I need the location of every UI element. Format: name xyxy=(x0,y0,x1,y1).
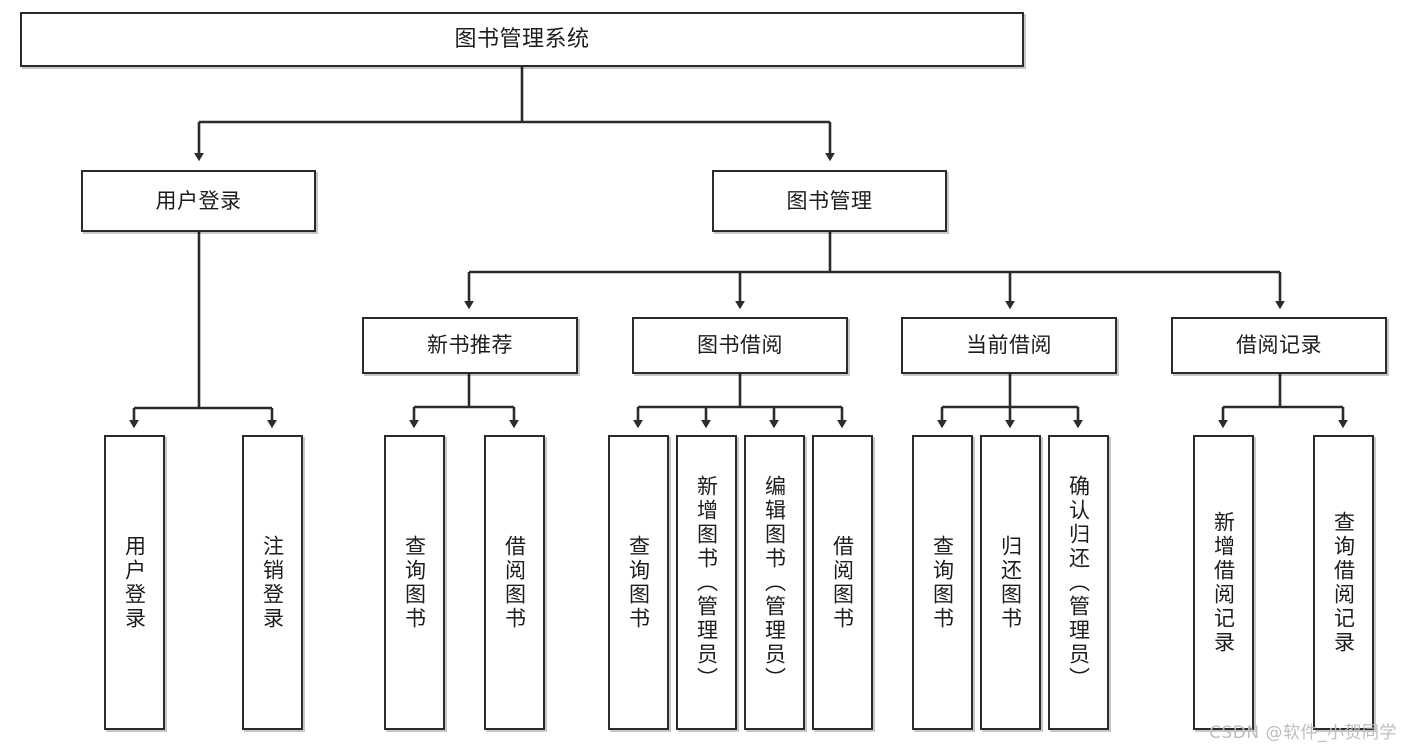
leaf-borrow-record-query[interactable]: 查询借阅记录 xyxy=(1313,435,1374,730)
node-label: 编辑图书（管理员） xyxy=(762,474,787,691)
connectors-current-borrow xyxy=(937,374,1083,429)
connectors-root xyxy=(194,67,835,162)
node-label: 用户登录 xyxy=(122,534,147,631)
leaf-user-login-signout[interactable]: 注销登录 xyxy=(242,435,303,730)
connectors-book-borrow xyxy=(633,374,847,429)
node-book-borrow[interactable]: 图书借阅 xyxy=(632,317,848,374)
node-label: 注销登录 xyxy=(260,534,285,631)
node-label: 图书管理 xyxy=(786,188,873,213)
node-label: 图书管理系统 xyxy=(454,26,590,52)
watermark: CSDN @软件_小贺同学 xyxy=(1209,723,1397,743)
node-user-login[interactable]: 用户登录 xyxy=(81,170,316,232)
leaf-book-borrow-add[interactable]: 新增图书（管理员） xyxy=(676,435,737,730)
node-label: 查询图书 xyxy=(626,534,651,631)
node-label: 用户登录 xyxy=(155,188,242,213)
node-label: 当前借阅 xyxy=(966,333,1052,358)
node-label: 确认归还（管理员） xyxy=(1066,474,1091,691)
node-label: 借阅图书 xyxy=(502,534,527,631)
connectors-book-manage xyxy=(464,232,1285,310)
leaf-current-borrow-query[interactable]: 查询图书 xyxy=(912,435,973,730)
node-label: 新书推荐 xyxy=(427,333,513,358)
node-root-system[interactable]: 图书管理系统 xyxy=(20,12,1024,67)
node-new-book-recommend[interactable]: 新书推荐 xyxy=(362,317,578,374)
node-label: 新增借阅记录 xyxy=(1211,510,1236,655)
connectors-borrow-record xyxy=(1218,374,1348,429)
node-label: 借阅记录 xyxy=(1236,333,1322,358)
node-label: 查询图书 xyxy=(402,534,427,631)
node-label: 查询图书 xyxy=(930,534,955,631)
connectors-user-login xyxy=(129,232,277,429)
leaf-book-borrow-query[interactable]: 查询图书 xyxy=(608,435,669,730)
node-book-management[interactable]: 图书管理 xyxy=(712,170,947,232)
node-label: 查询借阅记录 xyxy=(1331,510,1356,655)
leaf-current-borrow-return[interactable]: 归还图书 xyxy=(980,435,1041,730)
leaf-book-borrow-lend[interactable]: 借阅图书 xyxy=(812,435,873,730)
leaf-user-login-signin[interactable]: 用户登录 xyxy=(104,435,165,730)
node-label: 新增图书（管理员） xyxy=(694,474,719,691)
leaf-new-book-query[interactable]: 查询图书 xyxy=(384,435,445,730)
connectors-new-book xyxy=(409,374,519,429)
node-label: 图书借阅 xyxy=(697,333,783,358)
node-borrow-record[interactable]: 借阅记录 xyxy=(1171,317,1387,374)
leaf-borrow-record-add[interactable]: 新增借阅记录 xyxy=(1193,435,1254,730)
leaf-new-book-borrow[interactable]: 借阅图书 xyxy=(484,435,545,730)
leaf-current-borrow-confirm[interactable]: 确认归还（管理员） xyxy=(1048,435,1109,730)
leaf-book-borrow-edit[interactable]: 编辑图书（管理员） xyxy=(744,435,805,730)
node-current-borrow[interactable]: 当前借阅 xyxy=(901,317,1117,374)
node-label: 归还图书 xyxy=(998,534,1023,631)
node-label: 借阅图书 xyxy=(830,534,855,631)
